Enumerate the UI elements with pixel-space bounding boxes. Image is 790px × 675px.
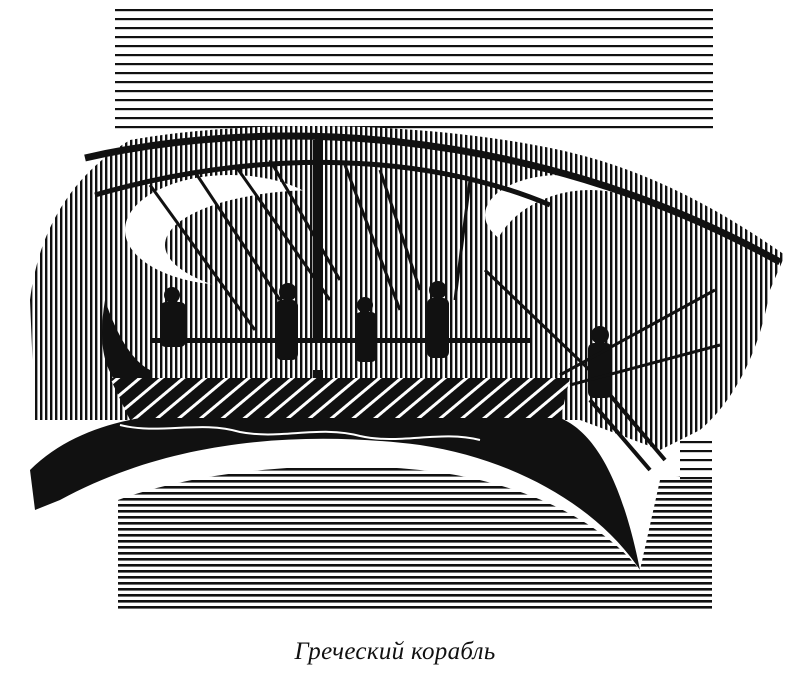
figure-caption: Греческий корабль: [294, 638, 496, 665]
crew-figures: [160, 281, 612, 398]
greek-ship-engraving: [30, 5, 785, 610]
yard-arm: [84, 132, 782, 266]
rigging: [148, 159, 602, 382]
ship-hull: [30, 418, 640, 570]
sky-hatching: [115, 5, 713, 130]
sea-hatching: [118, 466, 712, 610]
sail-boom: [94, 159, 551, 208]
mast: [313, 140, 323, 380]
deck-railing: [150, 340, 530, 370]
bow-spars: [559, 288, 721, 387]
ladder: [588, 393, 667, 472]
sail-right: [490, 190, 690, 350]
oar-bank: [110, 378, 570, 420]
stern-ornament: [102, 300, 150, 380]
sea-hatching-right: [680, 440, 712, 480]
hull-wave-line: [119, 424, 481, 441]
